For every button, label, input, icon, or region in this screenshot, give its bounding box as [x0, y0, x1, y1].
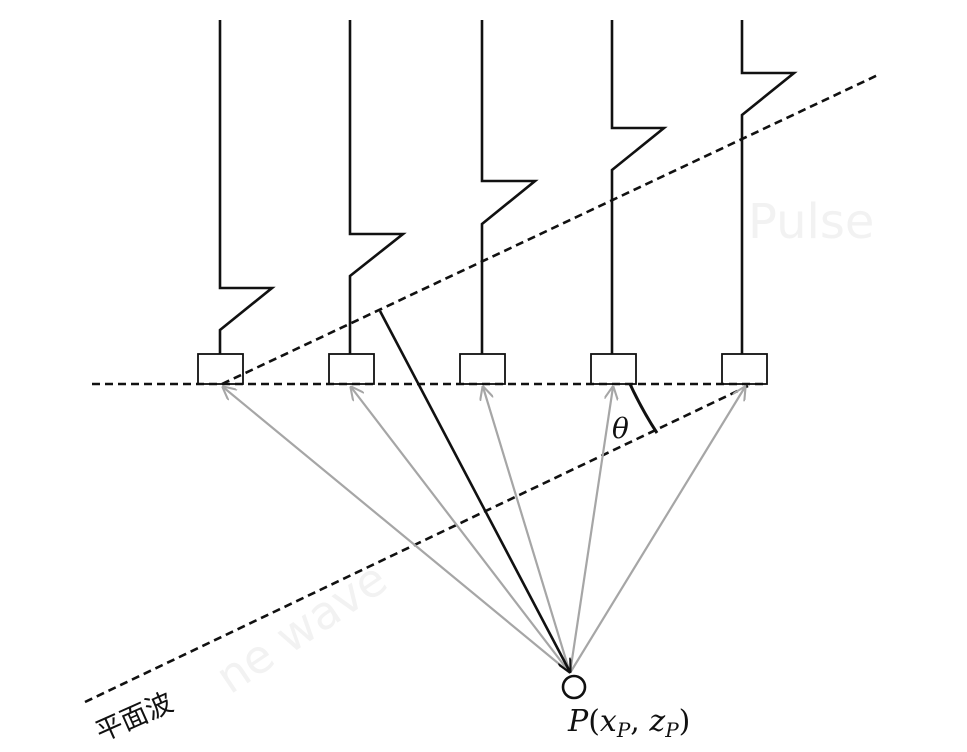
received-rays [223, 387, 745, 674]
theta-label: θ [612, 412, 629, 445]
pulse-trace-1 [218, 20, 276, 354]
transducer-element-5 [721, 353, 768, 385]
theta-arc [628, 383, 659, 434]
wavefront-lower [84, 384, 749, 704]
point-p-comma: , [630, 704, 649, 739]
pulse-trace-2 [348, 20, 407, 354]
pulse-trace-3 [480, 20, 539, 354]
pulse-trace-4 [610, 20, 668, 354]
point-p-letter: P [567, 704, 589, 739]
watermark-plane-wave: ne wave [206, 551, 397, 704]
watermark-pulse: Pulse [748, 194, 874, 250]
ray-to-element-2 [351, 387, 571, 674]
pulse-traces [218, 20, 798, 354]
transducer-element-1 [197, 353, 244, 385]
point-p-close: ) [679, 704, 691, 739]
point-p-z: z [648, 704, 665, 739]
transducer-element-3 [459, 353, 506, 385]
point-p-x: x [600, 704, 617, 739]
ray-to-element-3 [483, 387, 572, 674]
transducer-element-4 [590, 353, 637, 385]
wavefront-upper [221, 72, 881, 386]
transducer-array [197, 353, 768, 385]
point-p-x-sub: P [616, 718, 631, 742]
dashed-lines [84, 72, 881, 704]
ray-to-element-4 [568, 387, 613, 674]
transmit-ray [378, 310, 570, 672]
plane-wave-label: 平面波 [91, 687, 178, 748]
transducer-element-2 [328, 353, 375, 385]
pulse-trace-5 [740, 20, 798, 354]
point-p-marker [561, 674, 587, 700]
ray-to-element-1 [223, 387, 571, 674]
point-p-z-sub: P [664, 718, 679, 742]
ray-to-element-5 [569, 387, 745, 674]
point-p-open: ( [588, 704, 600, 739]
point-p-label: P(xP, zP) [567, 704, 690, 742]
